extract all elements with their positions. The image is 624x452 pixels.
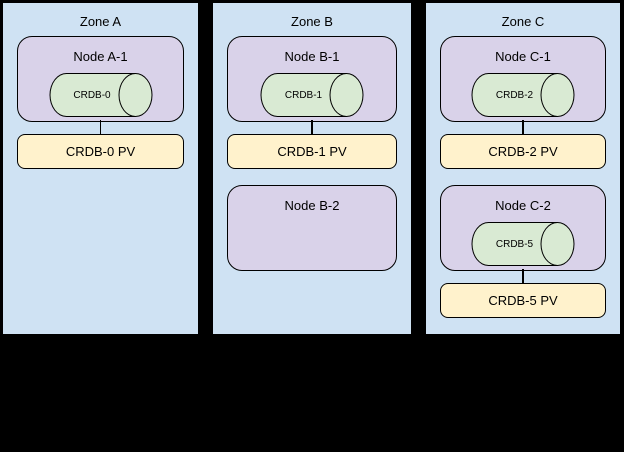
zone-a: Zone A Node A-1 CRDB-0 CRDB-0 PV [2, 2, 199, 335]
crdb-2-database-cylinder-icon: CRDB-2 [471, 73, 575, 117]
crdb-0-pv-label: CRDB-0 PV [65, 144, 136, 159]
node-b-2-label: Node B-2 [284, 198, 340, 213]
zone-b-label: Zone B [291, 14, 333, 29]
node-c-1: Node C-1 CRDB-2 [440, 36, 606, 122]
cylinder-end-cap [118, 73, 152, 117]
crdb-5-database-cylinder-icon: CRDB-5 [471, 222, 575, 266]
cylinder-end-cap [540, 73, 575, 117]
crdb-2-label: CRDB-2 [495, 89, 534, 101]
node-c-2-label: Node C-2 [495, 198, 551, 213]
crdb-5-label: CRDB-5 [495, 238, 534, 250]
crdb-1-pv-label: CRDB-1 PV [277, 144, 347, 159]
connector-line [311, 120, 313, 136]
crdb-2-pv-box: CRDB-2 PV [440, 134, 606, 169]
zone-b: Zone B Node B-1 CRDB-1 CRDB-1 PV Node B-… [212, 2, 412, 335]
node-b-1-label: Node B-1 [284, 49, 340, 64]
crdb-1-pv-box: CRDB-1 PV [227, 134, 397, 169]
crdb-0-pv-box: CRDB-0 PV [17, 134, 184, 169]
cylinder-end-cap [540, 222, 575, 266]
node-c-1-label: Node C-1 [495, 49, 551, 64]
crdb-0-label: CRDB-0 [73, 89, 111, 101]
zone-a-label: Zone A [79, 14, 122, 29]
zone-c: Zone C Node C-1 CRDB-2 CRDB-2 PV Node C-… [425, 2, 621, 335]
crdb-5-pv-box: CRDB-5 PV [440, 283, 606, 318]
zone-c-label: Zone C [501, 14, 545, 29]
crdb-2-pv-label: CRDB-2 PV [488, 144, 558, 159]
crdb-0-database-cylinder-icon: CRDB-0 [49, 73, 152, 117]
node-b-2: Node B-2 [227, 185, 397, 271]
crdb-1-label: CRDB-1 [284, 89, 323, 101]
connector-line [522, 120, 524, 136]
connector-line [522, 269, 524, 285]
node-a-1: Node A-1 CRDB-0 [17, 36, 184, 122]
node-a-1-label: Node A-1 [73, 49, 128, 64]
connector-line [99, 120, 101, 136]
crdb-1-database-cylinder-icon: CRDB-1 [260, 73, 364, 117]
node-c-2: Node C-2 CRDB-5 [440, 185, 606, 271]
node-b-1: Node B-1 CRDB-1 [227, 36, 397, 122]
crdb-5-pv-label: CRDB-5 PV [488, 293, 558, 308]
cylinder-end-cap [329, 73, 364, 117]
